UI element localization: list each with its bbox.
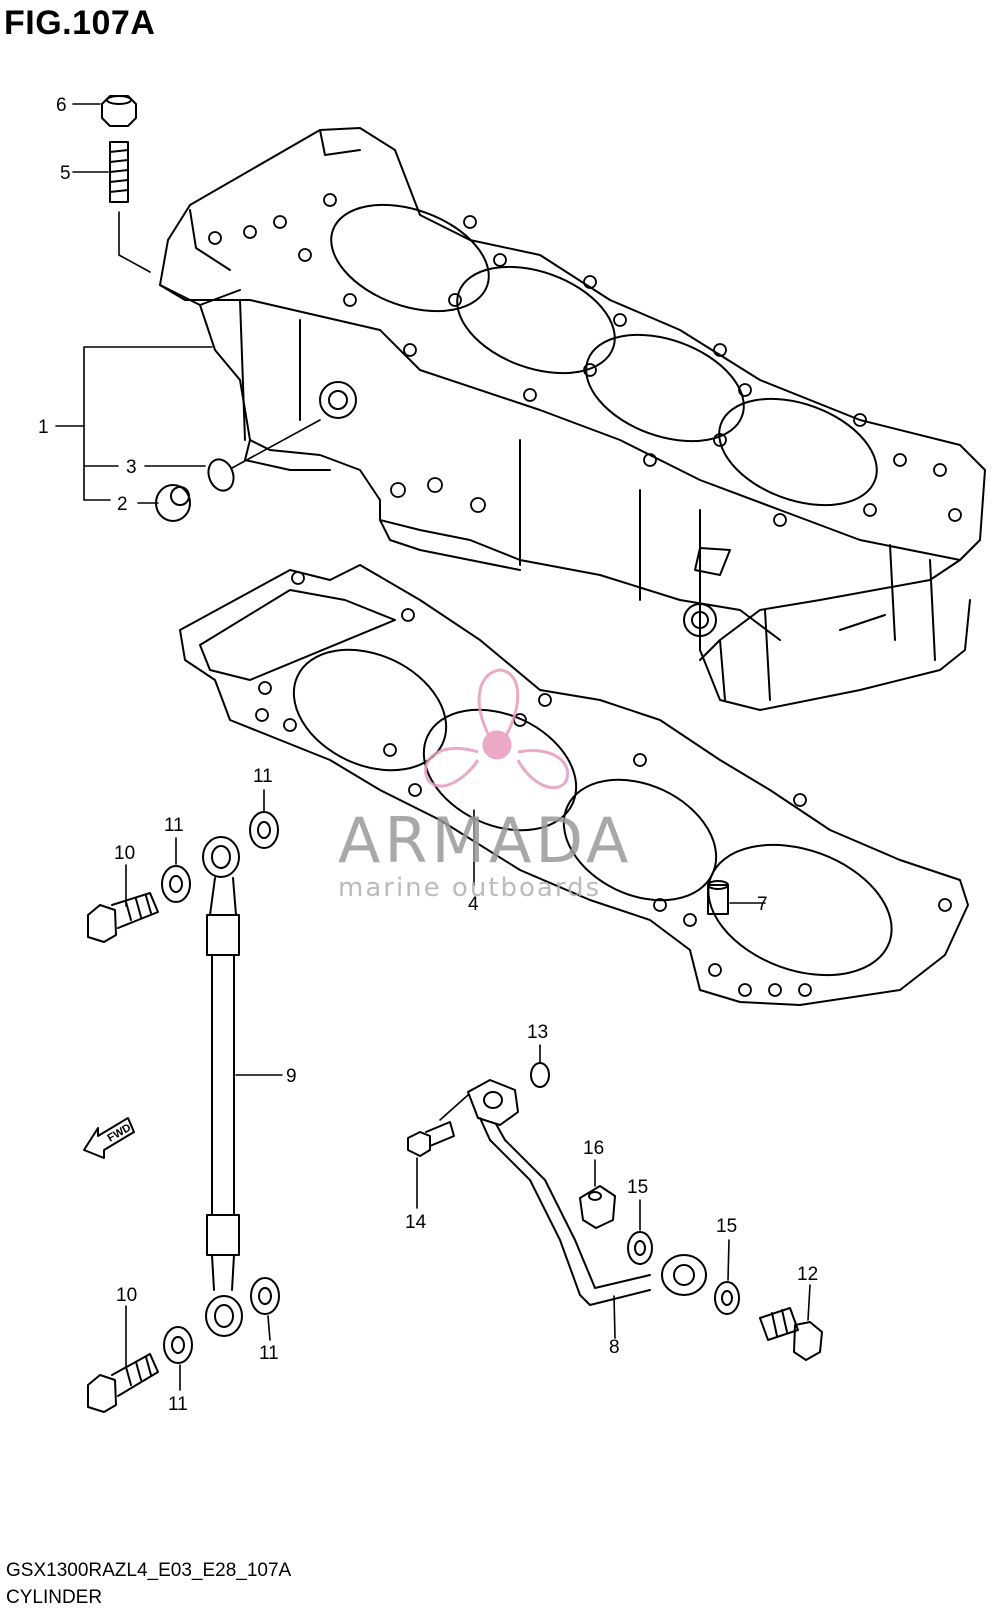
callout-5: 5 bbox=[60, 163, 71, 184]
callout-16: 16 bbox=[583, 1138, 604, 1159]
nut-part-6 bbox=[101, 95, 137, 127]
washer-part-11 bbox=[161, 811, 280, 1364]
propeller-icon bbox=[424, 668, 570, 790]
callout-9: 9 bbox=[286, 1066, 297, 1087]
callout-11-d: 11 bbox=[168, 1394, 188, 1415]
watermark-word: ARMADA bbox=[338, 804, 632, 877]
union-bolt-part-12 bbox=[759, 1307, 823, 1361]
callout-2: 2 bbox=[117, 494, 128, 515]
callout-10-bottom: 10 bbox=[116, 1285, 137, 1306]
figure-title: FIG.107A bbox=[4, 4, 156, 42]
callout-3: 3 bbox=[126, 457, 137, 478]
callout-12: 12 bbox=[797, 1264, 818, 1285]
callout-1: 1 bbox=[38, 417, 49, 438]
callout-8: 8 bbox=[609, 1337, 620, 1358]
stud-bolt-part-5 bbox=[109, 141, 129, 203]
washer-part-15 bbox=[627, 1231, 740, 1315]
oil-pipe-part-8 bbox=[467, 1079, 707, 1306]
callout-15-a: 15 bbox=[627, 1177, 648, 1198]
oil-hose-part-9 bbox=[202, 836, 243, 1337]
leader-lines bbox=[55, 103, 811, 1391]
figure-name: CYLINDER bbox=[6, 1587, 103, 1608]
armada-watermark: ARMADA marine outboards bbox=[338, 668, 632, 903]
cylinder-base-gasket bbox=[179, 564, 969, 1006]
cylinder-block bbox=[159, 127, 986, 711]
callout-14: 14 bbox=[405, 1212, 427, 1233]
fwd-arrow-icon bbox=[83, 1117, 135, 1159]
callout-7: 7 bbox=[757, 894, 768, 915]
callout-11-a: 11 bbox=[253, 766, 273, 787]
union-bolt-part-10-top bbox=[87, 892, 159, 943]
union-bolt-part-10-bottom bbox=[87, 1353, 159, 1413]
bolt-part-14 bbox=[407, 1121, 455, 1157]
plug-part-2 bbox=[155, 484, 191, 522]
o-ring-part-3 bbox=[207, 458, 235, 492]
o-ring-part-13 bbox=[530, 1062, 550, 1088]
cap-part-16 bbox=[579, 1185, 616, 1229]
watermark-tagline: marine outboards bbox=[338, 873, 601, 903]
callout-4: 4 bbox=[468, 894, 479, 915]
callout-11-b: 11 bbox=[164, 815, 184, 836]
callout-6: 6 bbox=[56, 95, 67, 116]
callout-10-top: 10 bbox=[114, 843, 135, 864]
dowel-pin-part-7 bbox=[707, 880, 729, 915]
callout-11-c: 11 bbox=[259, 1343, 279, 1364]
figure-code: GSX1300RAZL4_E03_E28_107A bbox=[6, 1560, 292, 1581]
callout-15-b: 15 bbox=[716, 1216, 737, 1237]
callout-13: 13 bbox=[527, 1022, 548, 1043]
